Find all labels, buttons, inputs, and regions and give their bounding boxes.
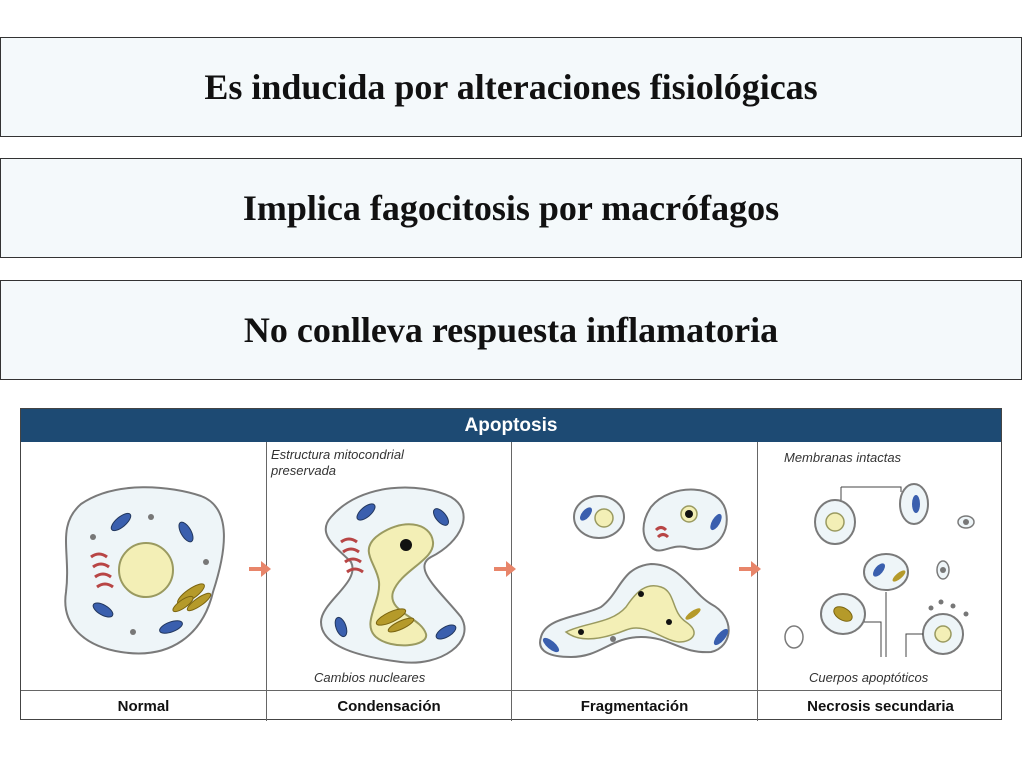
cell-illustrations <box>64 483 975 664</box>
panel-fragmentation <box>512 442 758 690</box>
apoptotic-bodies <box>784 483 975 657</box>
statement-box-3: No conlleva respuesta inflamatoria <box>0 280 1022 380</box>
fragmentation-cells <box>539 488 730 659</box>
label-mitochondrial: Estructura mitocondrial preservada <box>271 447 404 478</box>
statement-text-2: Implica fagocitosis por macrófagos <box>242 188 780 228</box>
caption-normal: Normal <box>21 691 267 721</box>
condensation-cell <box>319 486 466 664</box>
stage-panels: Estructura mitocondrial preservada Cambi… <box>21 442 1001 690</box>
label-nuclear-changes: Cambios nucleares <box>314 670 426 685</box>
label-apoptotic-bodies: Cuerpos apoptóticos <box>809 670 929 685</box>
arrow-3 <box>739 561 761 577</box>
arrow-2 <box>494 561 516 577</box>
arrow-1 <box>249 561 271 577</box>
stage-captions: Normal Condensación Fragmentación Necros… <box>21 690 1001 721</box>
caption-fragmentation: Fragmentación <box>512 691 758 721</box>
caption-condensation: Condensación <box>267 691 512 721</box>
statement-text-3: No conlleva respuesta inflamatoria <box>243 310 779 350</box>
apoptosis-figure: Apoptosis <box>20 408 1002 721</box>
statement-text-1: Es inducida por alteraciones fisiológica… <box>204 67 818 107</box>
statement-box-2: Implica fagocitosis por macrófagos <box>0 158 1022 258</box>
figure-title: Apoptosis <box>21 409 1001 442</box>
statement-box-1: Es inducida por alteraciones fisiológica… <box>0 37 1022 137</box>
label-intact-membranes: Membranas intactas <box>784 450 902 465</box>
normal-cell <box>64 486 225 655</box>
caption-secondary-necrosis: Necrosis secundaria <box>807 697 954 715</box>
